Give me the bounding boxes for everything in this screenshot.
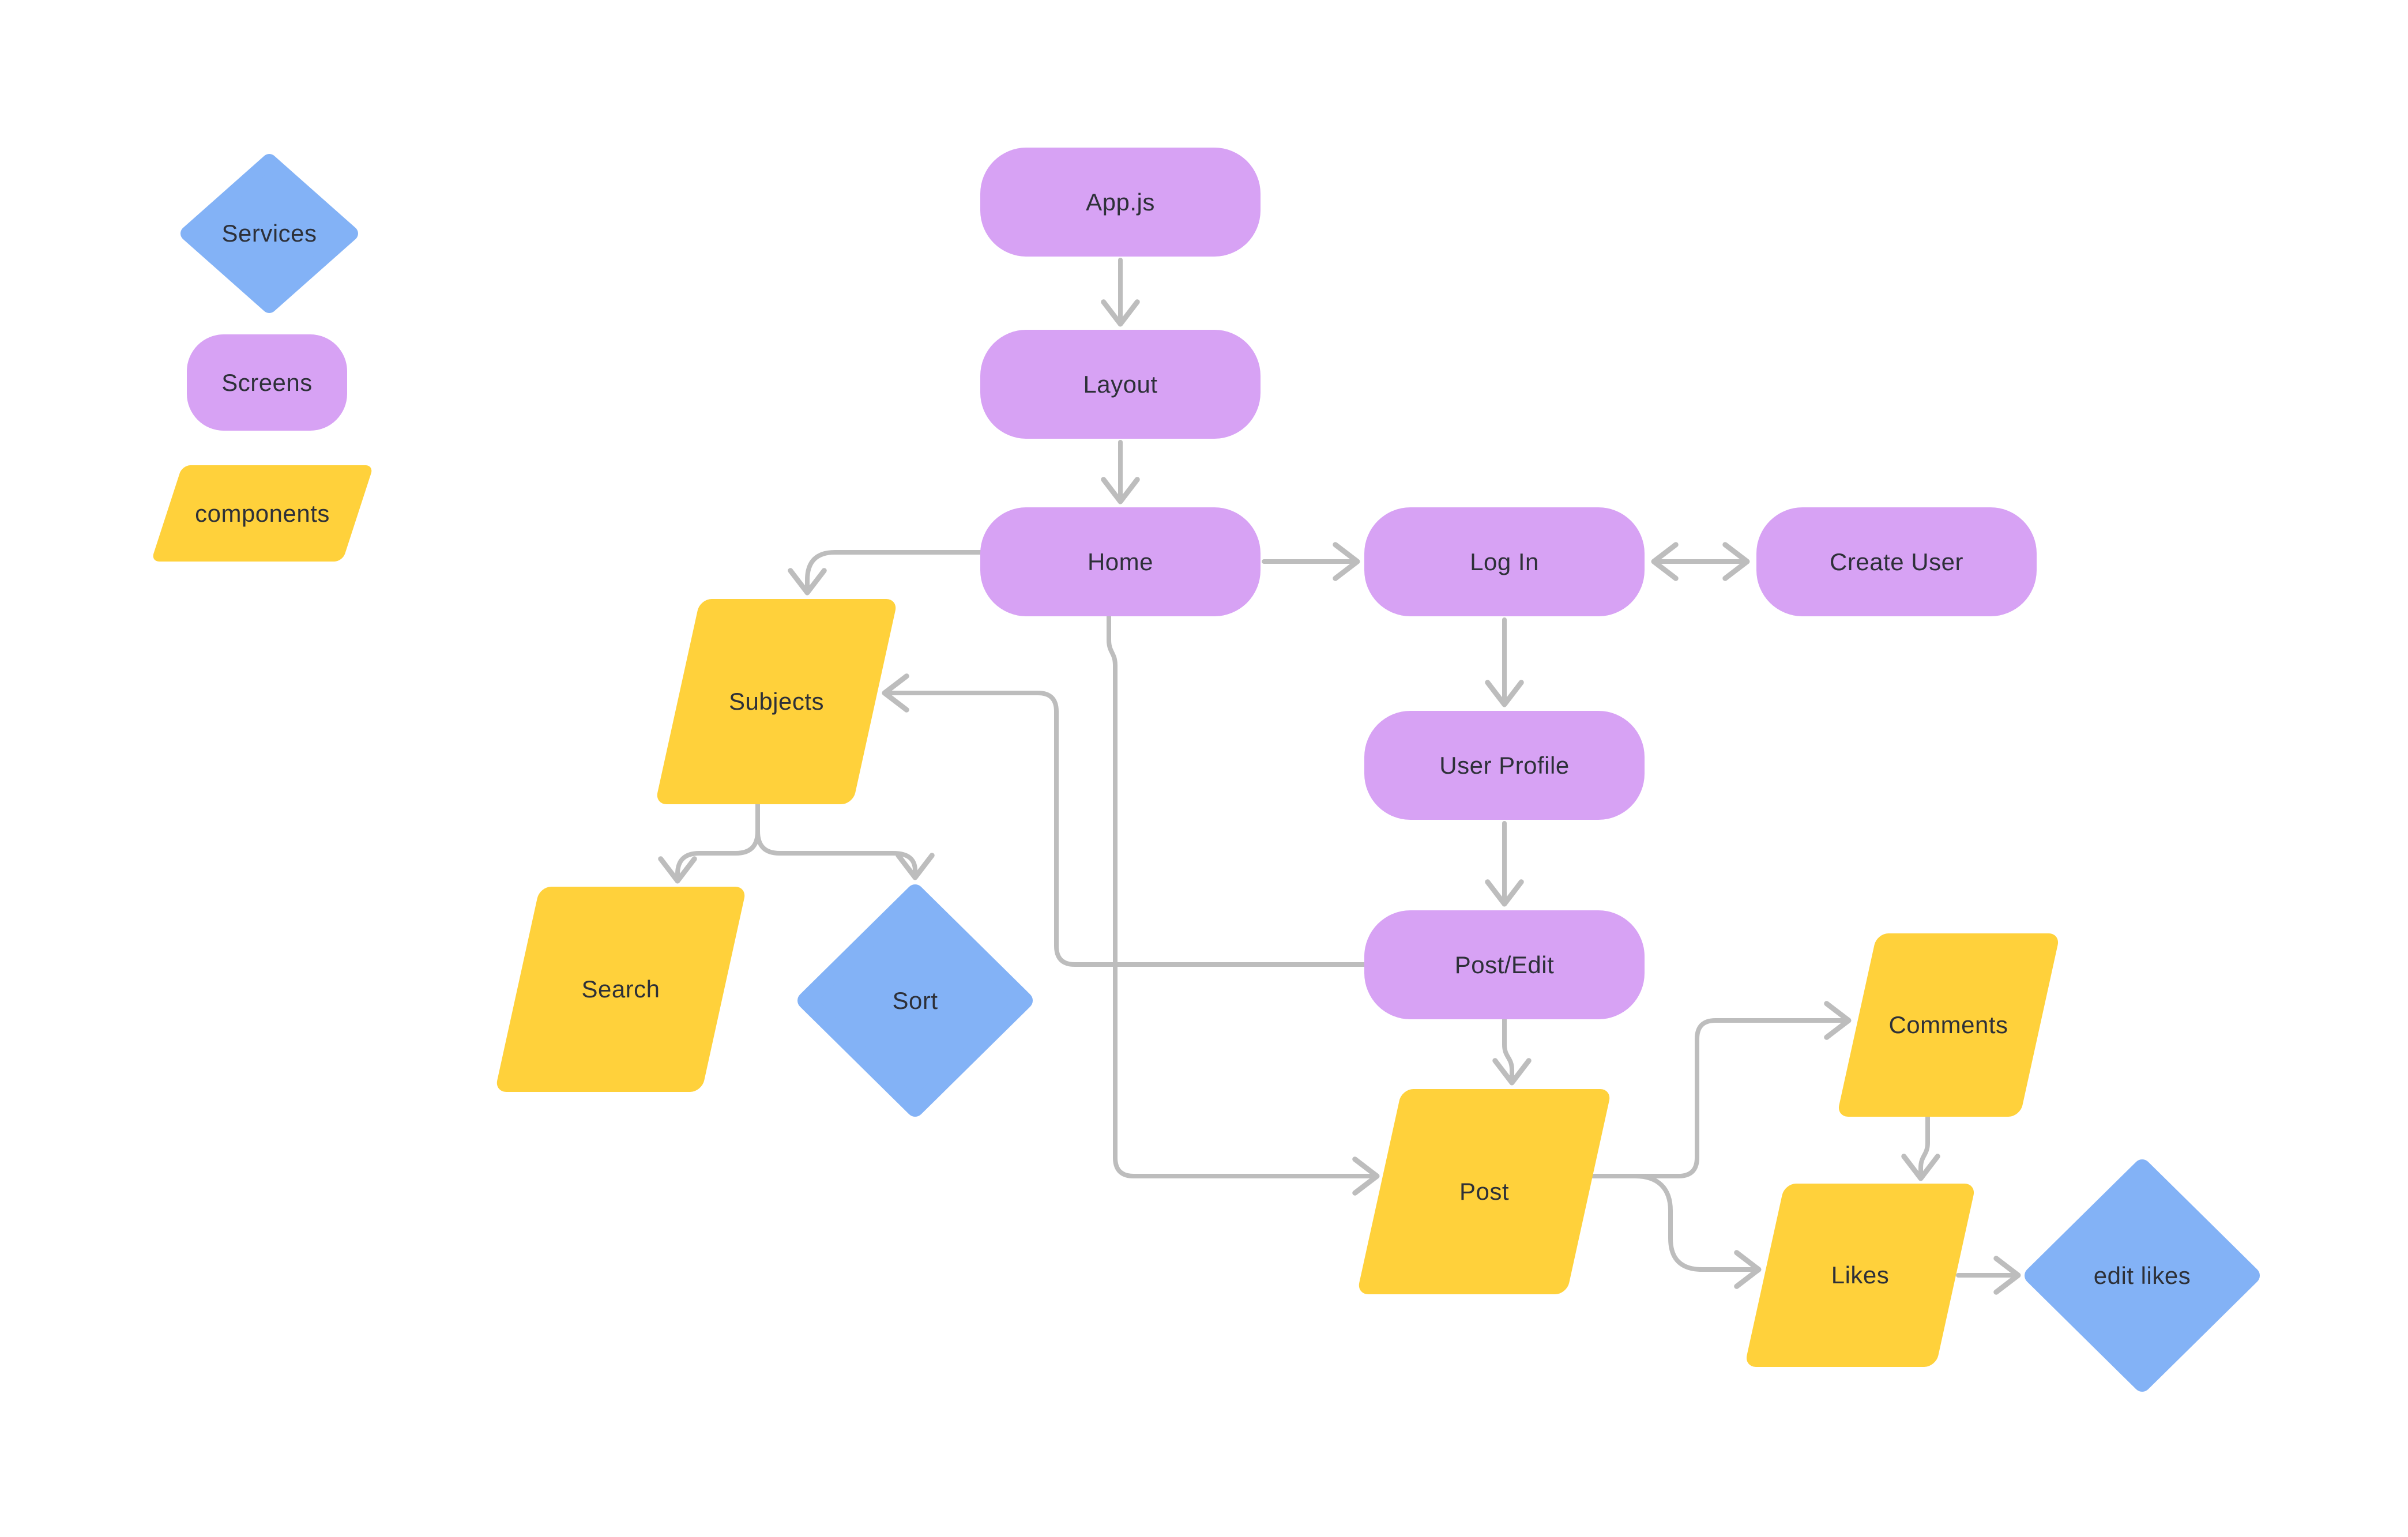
legend-services-label: Services [221,220,317,247]
legend-screens[interactable]: Screens [187,334,347,431]
legend-screens-label: Screens [221,368,313,396]
diamond-shape [2025,1159,2260,1392]
node-appjs[interactable]: App.js [980,148,1261,257]
node-postedit-label: Post/Edit [1454,951,1555,978]
node-likes-label: Likes [1831,1261,1890,1289]
node-postedit[interactable]: Post/Edit [1364,910,1645,1019]
node-home-label: Home [1087,548,1154,575]
edge-home-subjects[interactable] [788,550,983,596]
node-login-label: Log In [1470,548,1539,575]
node-post[interactable]: Post [1356,1089,1612,1294]
edge-postedit-subjects[interactable] [882,673,1367,967]
legend-components[interactable]: components [150,465,374,562]
node-userprofile[interactable]: User Profile [1364,711,1645,820]
node-userprofile-label: User Profile [1439,751,1570,779]
legend-components-label: components [195,499,330,527]
edge-post-likes[interactable] [1589,1174,1762,1289]
node-subjects-label: Subjects [728,688,825,715]
node-login[interactable]: Log In [1364,507,1645,616]
node-editlikes[interactable]: edit likes [2024,1159,2260,1392]
diamond-shape [180,154,358,313]
edge-subjects-search[interactable] [658,802,760,884]
edge-subjects-sort[interactable] [755,802,935,880]
edge-comments-likes[interactable] [1901,1114,1940,1181]
node-editlikes-label: edit likes [2093,1261,2191,1289]
node-post-label: Post [1459,1178,1510,1205]
node-appjs-label: App.js [1086,188,1155,216]
node-comments-label: Comments [1888,1011,2008,1038]
node-layout-label: Layout [1083,370,1158,398]
node-home[interactable]: Home [980,507,1261,616]
node-createuser-label: Create User [1830,548,1963,575]
node-comments[interactable]: Comments [1837,933,2060,1117]
node-likes[interactable]: Likes [1744,1184,1976,1367]
node-search-label: Search [581,975,660,1003]
edge-post-comments[interactable] [1589,1001,1852,1178]
node-sort-label: Sort [892,986,938,1014]
node-search[interactable]: Search [494,887,747,1092]
node-subjects[interactable]: Subjects [654,599,898,804]
legend-services[interactable]: Services [180,153,359,314]
node-sort[interactable]: Sort [797,884,1033,1117]
node-layout[interactable]: Layout [980,330,1261,439]
diamond-shape [797,884,1033,1117]
edge-postedit-post[interactable] [1492,1017,1532,1086]
edge-home-post[interactable] [1107,614,1380,1196]
node-createuser[interactable]: Create User [1756,507,2037,616]
